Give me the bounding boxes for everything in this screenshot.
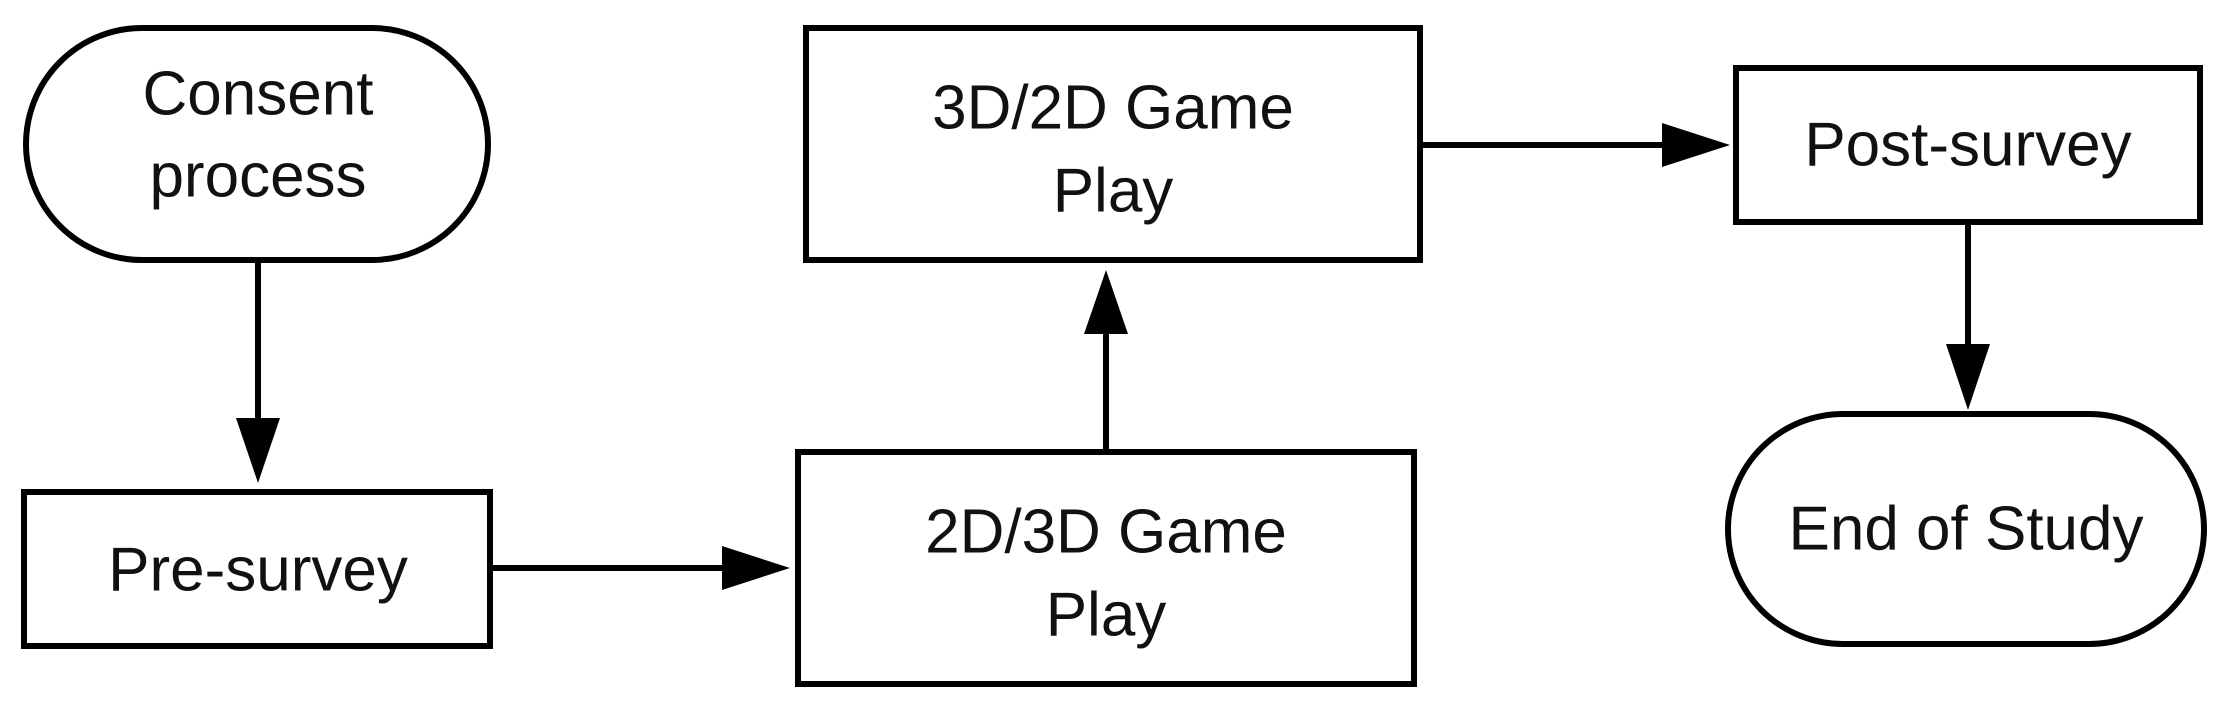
edge-3d2d-play-to-post-survey <box>1422 123 1730 167</box>
node-consent-process-label-line1: Consent <box>143 60 374 129</box>
node-2d3d-game-play-label-line2: Play <box>1046 581 1167 650</box>
arrowhead-down-icon <box>236 418 280 483</box>
arrowhead-up-icon <box>1084 270 1128 334</box>
node-post-survey: Post-survey <box>1733 65 2203 225</box>
node-2d3d-game-play: 2D/3D Game Play <box>795 449 1417 687</box>
node-consent-process-label-line2: process <box>149 142 366 211</box>
arrowhead-right-icon <box>1662 123 1730 167</box>
node-2d3d-game-play-label-line1: 2D/3D Game <box>925 498 1287 567</box>
edge-2d3d-play-to-3d2d-play <box>1084 270 1128 452</box>
node-pre-survey: Pre-survey <box>21 489 493 649</box>
node-3d2d-game-play-label-line2: Play <box>1053 157 1174 226</box>
edge-consent-to-pre-survey <box>236 262 280 483</box>
node-3d2d-game-play-label-line1: 3D/2D Game <box>932 74 1294 143</box>
node-consent-process: Consent process <box>23 25 491 263</box>
node-3d2d-game-play: 3D/2D Game Play <box>803 25 1423 263</box>
node-end-of-study-label: End of Study <box>1788 495 2143 564</box>
node-end-of-study: End of Study <box>1725 411 2207 647</box>
edge-pre-survey-to-2d3d-play <box>492 546 790 590</box>
arrowhead-right-icon <box>722 546 790 590</box>
node-pre-survey-label: Pre-survey <box>108 536 408 605</box>
node-post-survey-label: Post-survey <box>1804 111 2131 180</box>
arrowhead-down-icon <box>1946 344 1990 410</box>
edge-post-survey-to-end <box>1946 224 1990 410</box>
